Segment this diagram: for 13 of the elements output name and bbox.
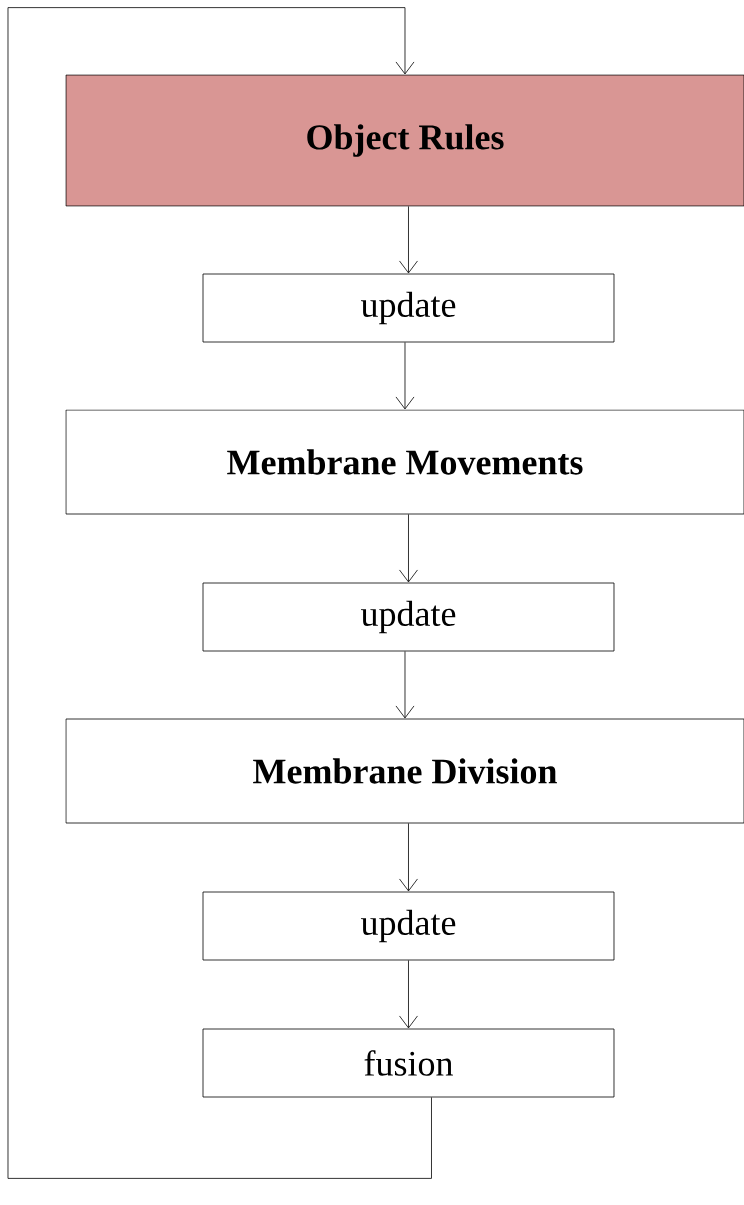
process-box: update	[202, 273, 615, 343]
stage-box: Membrane Movements	[65, 409, 744, 515]
arrow	[399, 514, 418, 583]
arrow	[399, 960, 418, 1029]
process-box: update	[202, 891, 615, 961]
arrow	[399, 206, 418, 274]
stage-box: Membrane Division	[65, 718, 744, 824]
arrow	[395, 342, 415, 410]
arrow	[399, 823, 418, 892]
process-box: fusion	[202, 1028, 615, 1098]
feedback-arrow	[7, 7, 432, 1179]
process-box: update	[202, 582, 615, 652]
arrow	[395, 651, 415, 719]
